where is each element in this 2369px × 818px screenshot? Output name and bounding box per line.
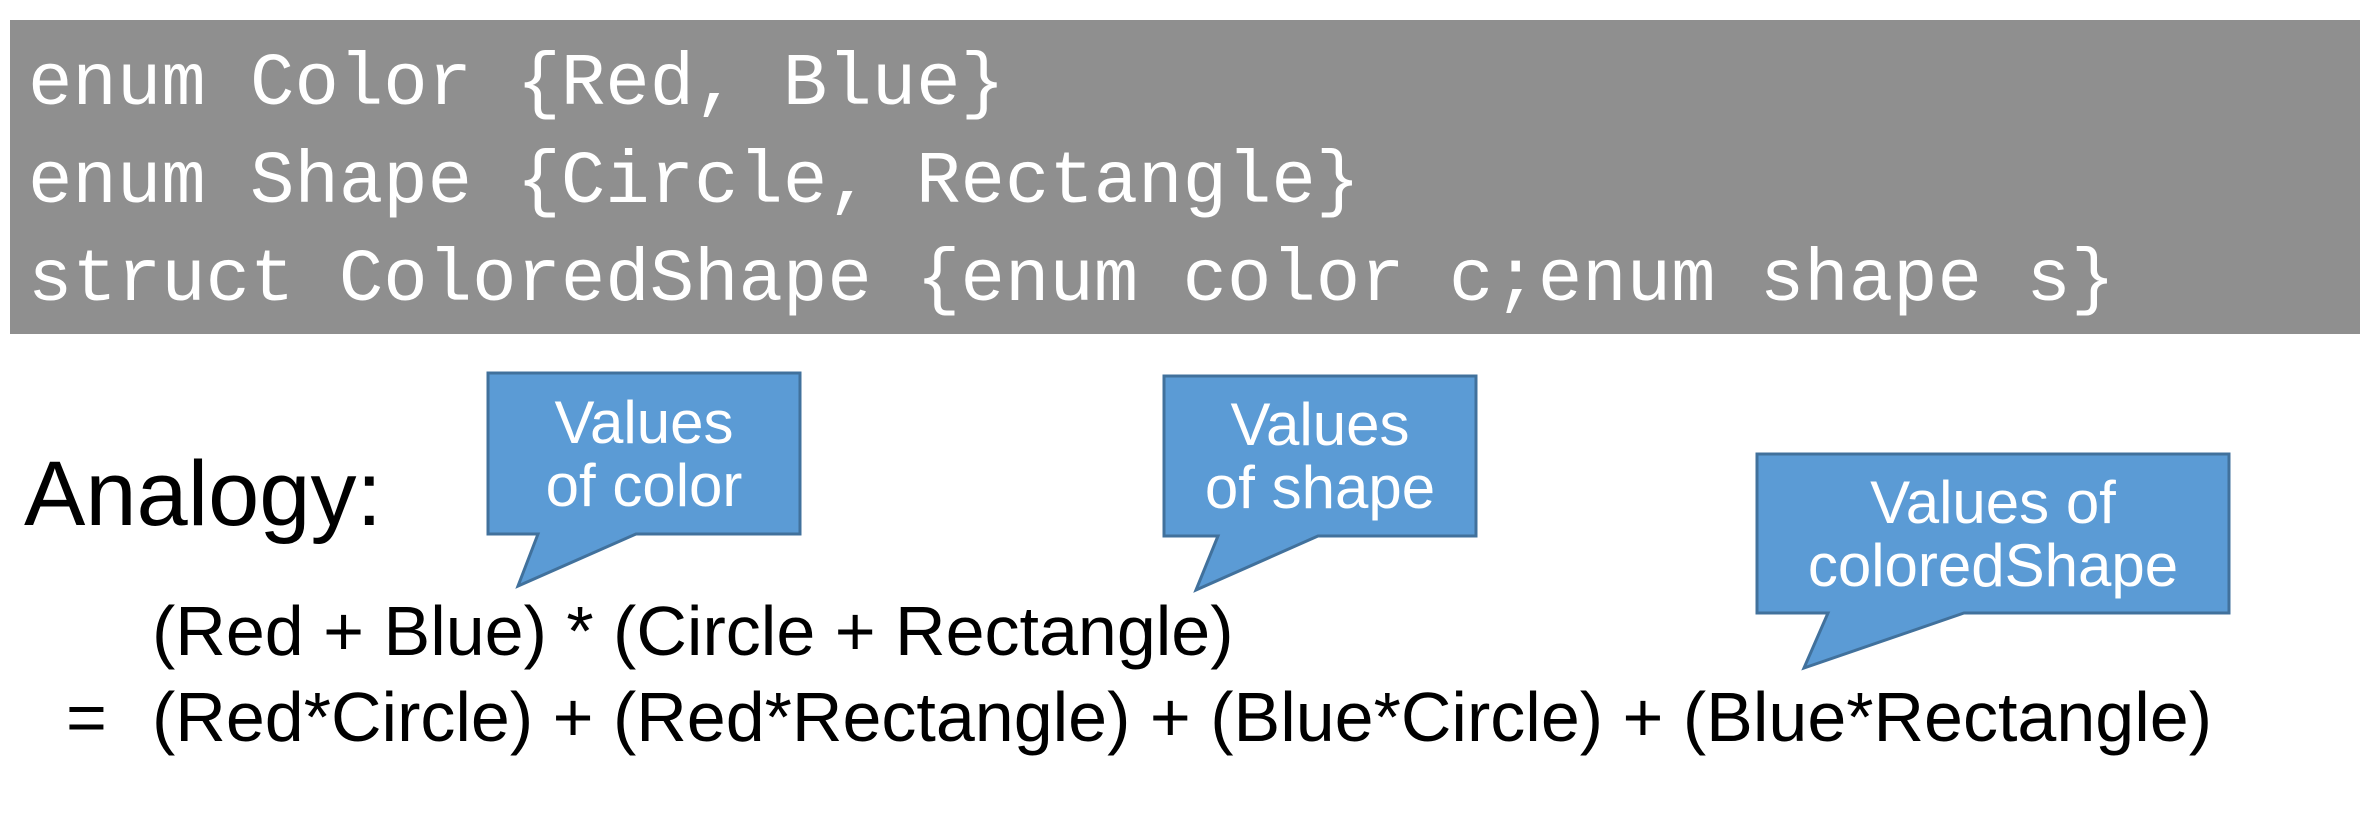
- code-block: enum Color {Red, Blue} enum Shape {Circl…: [10, 20, 2360, 334]
- code-line-color-enum: enum Color {Red, Blue}: [28, 43, 1005, 127]
- equation-equals-sign: =: [66, 678, 107, 756]
- callout-colored-shape-line2: coloredShape: [1807, 531, 2179, 599]
- code-line-shape-enum: enum Shape {Circle, Rectangle}: [28, 141, 1361, 225]
- callout-shape-line1: Values: [1230, 391, 1410, 458]
- analogy-label: Analogy:: [24, 443, 383, 545]
- callout-colored-shape-line1: Values of: [1870, 468, 2116, 536]
- equation-line-1: (Red + Blue) * (Circle + Rectangle): [152, 592, 1234, 670]
- equation-line-2: (Red*Circle) + (Red*Rectangle) + (Blue*C…: [152, 678, 2213, 756]
- callout-color-line1: Values: [554, 388, 734, 456]
- callout-values-of-color: Values of color: [488, 373, 800, 534]
- callout-color-line2: of color: [545, 451, 743, 519]
- callout-values-of-shape: Values of shape: [1164, 376, 1476, 536]
- code-line-colored-shape-struct: struct ColoredShape {enum color c;enum s…: [28, 239, 2116, 323]
- callout-shape-line2: of shape: [1204, 454, 1436, 521]
- callout-values-of-colored-shape: Values of coloredShape: [1757, 454, 2229, 613]
